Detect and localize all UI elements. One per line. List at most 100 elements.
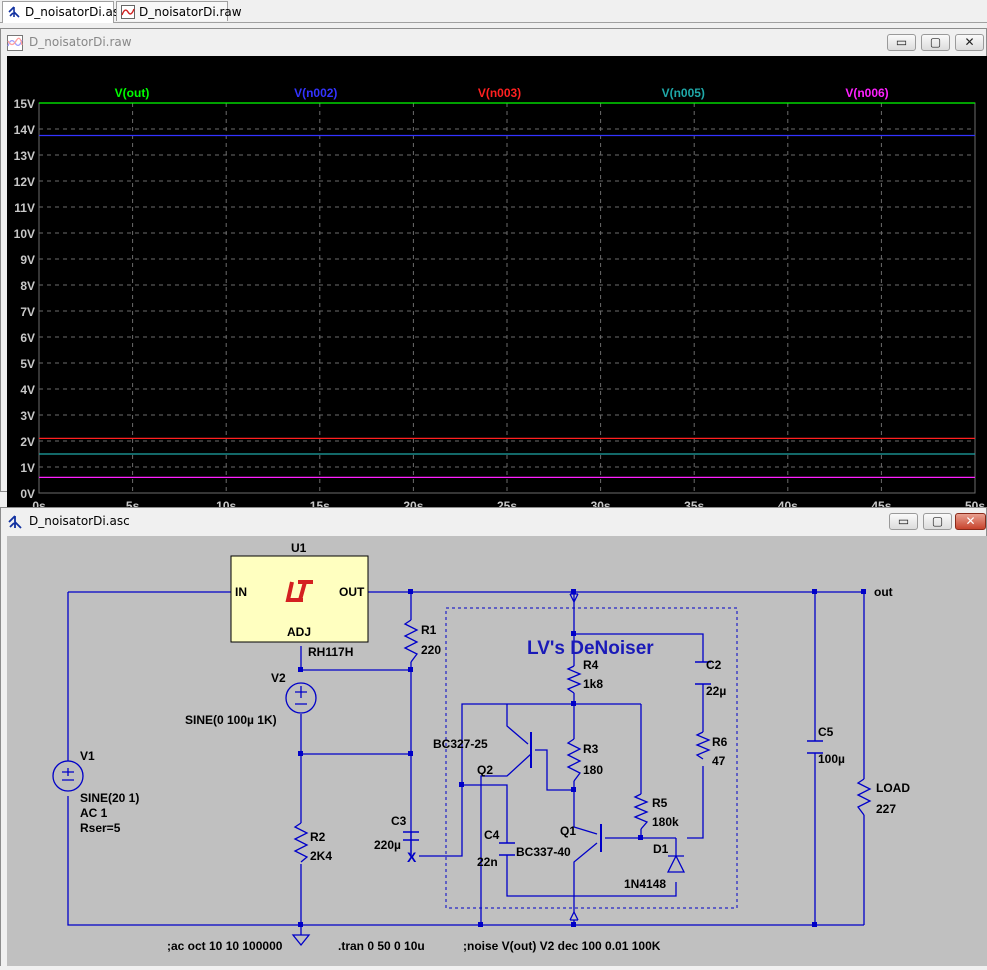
v2-value: SINE(0 100µ 1K) bbox=[185, 713, 277, 727]
u1-pin-out: OUT bbox=[339, 585, 365, 599]
tab-schematic[interactable]: D_noisatorDi.asc bbox=[2, 1, 126, 23]
r1-ref: R1 bbox=[421, 623, 437, 637]
junction-dot bbox=[571, 589, 576, 594]
r2-ref: R2 bbox=[310, 830, 326, 844]
minimize-button[interactable]: ▭ bbox=[889, 513, 918, 530]
r4-resistor bbox=[566, 665, 582, 694]
v1-source bbox=[52, 760, 84, 792]
y-tick-label: 11V bbox=[14, 201, 35, 215]
directive-ac: ;ac oct 10 10 100000 bbox=[167, 939, 283, 953]
y-tick-label: 5V bbox=[20, 357, 35, 371]
r3-resistor bbox=[566, 738, 582, 782]
c3-ref: C3 bbox=[391, 814, 407, 828]
junction-dot bbox=[571, 631, 576, 636]
tab-label: D_noisatorDi.asc bbox=[25, 5, 126, 19]
r6-value: 47 bbox=[712, 754, 726, 768]
window-title: D_noisatorDi.raw bbox=[29, 35, 132, 49]
schematic-window: D_noisatorDi.asc ▭ ▢ ✕ bbox=[0, 507, 987, 966]
wire bbox=[419, 703, 641, 857]
c5-capacitor bbox=[807, 740, 823, 754]
legend-entry[interactable]: V(out) bbox=[115, 86, 150, 100]
c4-capacitor bbox=[499, 842, 515, 856]
junction-dot bbox=[571, 922, 576, 927]
c3-capacitor bbox=[403, 831, 419, 841]
wire bbox=[573, 842, 598, 912]
denoiser-title: LV's DeNoiser bbox=[527, 638, 654, 659]
maximize-icon: ▢ bbox=[929, 35, 942, 49]
r3-ref: R3 bbox=[583, 742, 599, 756]
junction-dot bbox=[298, 751, 303, 756]
maximize-button[interactable]: ▢ bbox=[923, 513, 952, 530]
close-icon: ✕ bbox=[964, 35, 975, 49]
r6-ref: R6 bbox=[712, 735, 728, 749]
q1-ref: Q1 bbox=[560, 824, 576, 838]
junction-dot bbox=[571, 787, 576, 792]
junction-dot bbox=[861, 589, 866, 594]
wire bbox=[300, 646, 411, 671]
junction-dot bbox=[571, 701, 576, 706]
v1-source-symbol bbox=[62, 768, 74, 781]
wire bbox=[67, 592, 864, 926]
legend-entry[interactable]: V(n003) bbox=[478, 86, 521, 100]
close-button[interactable]: ✕ bbox=[955, 34, 984, 51]
u1-ref: U1 bbox=[291, 541, 307, 555]
y-tick-label: 0V bbox=[20, 487, 35, 501]
u1-part: RH117H bbox=[308, 645, 353, 659]
load-ref: LOAD bbox=[876, 781, 910, 795]
tab-waveform[interactable]: D_noisatorDi.raw bbox=[116, 1, 242, 21]
y-tick-label: 10V bbox=[14, 227, 35, 241]
y-tick-label: 4V bbox=[20, 383, 35, 397]
minimize-icon: ▭ bbox=[895, 35, 908, 49]
c4-value: 22n bbox=[477, 855, 498, 869]
junction-dot bbox=[638, 835, 643, 840]
v2-source-symbol bbox=[295, 686, 307, 705]
document-tab-bar: D_noisatorDi.asc D_noisatorDi.raw bbox=[0, 0, 987, 23]
wire bbox=[462, 784, 677, 897]
y-tick-label: 12V bbox=[14, 175, 35, 189]
legend-entry[interactable]: V(n006) bbox=[845, 86, 888, 100]
wire bbox=[535, 749, 574, 791]
c2-value: 22µ bbox=[706, 684, 726, 698]
marker-x: X bbox=[407, 849, 417, 865]
lt-logo-icon bbox=[285, 580, 313, 602]
schematic-icon bbox=[8, 515, 22, 529]
u1-pin-in: IN bbox=[235, 585, 247, 599]
c2-ref: C2 bbox=[706, 658, 722, 672]
r4-ref: R4 bbox=[583, 658, 599, 672]
net-label-out: out bbox=[874, 585, 893, 599]
ground-icon bbox=[291, 925, 311, 947]
wire bbox=[480, 753, 532, 925]
close-icon: ✕ bbox=[965, 514, 976, 528]
junction-dot bbox=[459, 782, 464, 787]
legend-entry[interactable]: V(n002) bbox=[294, 86, 337, 100]
schematic-canvas[interactable]: U1 IN OUT ADJ RH117H R1 220 V2 SINE(0 10… bbox=[7, 536, 987, 966]
y-tick-label: 1V bbox=[20, 461, 35, 475]
v1-line3: Rser=5 bbox=[80, 821, 121, 835]
r5-resistor bbox=[633, 793, 649, 830]
waveform-icon bbox=[7, 35, 23, 51]
legend-entry[interactable]: V(n005) bbox=[662, 86, 705, 100]
close-button[interactable]: ✕ bbox=[955, 513, 986, 530]
y-tick-label: 15V bbox=[14, 97, 35, 111]
waveform-titlebar: D_noisatorDi.raw ▭ ▢ ✕ bbox=[1, 29, 986, 57]
directive-noise: ;noise V(out) V2 dec 100 0.01 100K bbox=[463, 939, 661, 953]
minimize-icon: ▭ bbox=[897, 514, 910, 528]
y-tick-label: 8V bbox=[20, 279, 35, 293]
v1-ref: V1 bbox=[80, 749, 95, 763]
load-resistor bbox=[856, 778, 872, 816]
r6-resistor bbox=[695, 731, 711, 760]
c3-value: 220µ bbox=[374, 838, 401, 852]
r1-value: 220 bbox=[421, 643, 441, 657]
y-tick-label: 14V bbox=[14, 123, 35, 137]
q1-part: BC337-40 bbox=[516, 845, 571, 859]
maximize-button[interactable]: ▢ bbox=[921, 34, 950, 51]
minimize-button[interactable]: ▭ bbox=[887, 34, 916, 51]
r2-value: 2K4 bbox=[310, 849, 332, 863]
junction-dot bbox=[408, 589, 413, 594]
c4-ref: C4 bbox=[484, 828, 500, 842]
d1-part: 1N4148 bbox=[624, 877, 666, 891]
junction-dot bbox=[812, 922, 817, 927]
waveform-icon bbox=[121, 5, 135, 19]
